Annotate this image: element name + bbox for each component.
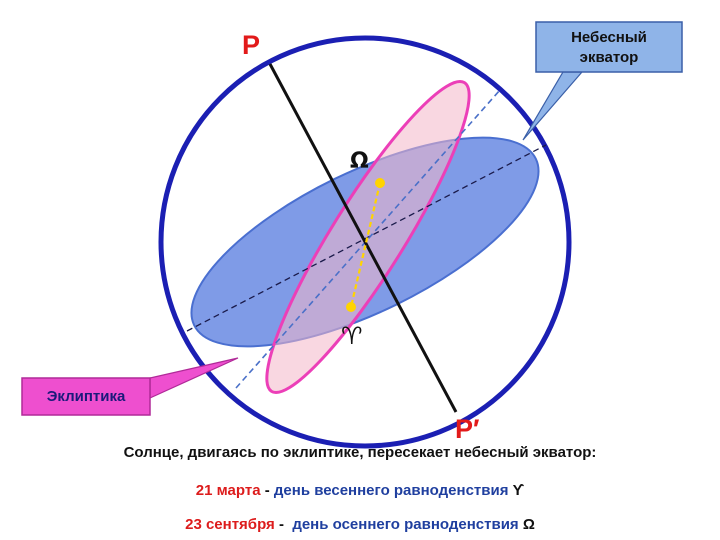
caption-autumn-equinox: 23 сентября - день осеннего равноденстви…	[0, 516, 720, 533]
equator-callout-pointer	[522, 71, 584, 141]
ascending-node-symbol: ♈	[341, 322, 363, 350]
spring-date: 21 марта	[195, 482, 261, 499]
spring-text: день весеннего равноденствия	[273, 482, 509, 499]
pole-south-label: P′	[455, 414, 479, 444]
celestial-sphere	[158, 35, 572, 449]
pole-north-label: P	[242, 30, 260, 60]
spring-symbol: ϒ	[512, 482, 525, 499]
caption-spring-equinox: 21 марта - день весеннего равноденствия …	[0, 482, 720, 499]
spring-dash: -	[260, 482, 274, 499]
descending-node-symbol: Ω	[350, 149, 369, 174]
world-axis	[268, 63, 458, 413]
autumn-text: день осеннего равноденствия	[292, 516, 519, 533]
ascending-node-point	[346, 302, 356, 312]
caption-main: Солнце, двигаясь по эклиптике, пересекае…	[123, 444, 597, 461]
ecliptic-diameter-line	[235, 89, 501, 389]
autumn-date: 23 сентября	[185, 516, 275, 533]
ecliptic-callout-box	[21, 377, 151, 416]
equator-callout-box	[535, 21, 683, 73]
descending-node-point	[375, 178, 385, 188]
autumn-dash: -	[274, 516, 289, 533]
ecliptic-callout-label: Эклиптика	[47, 388, 126, 405]
line-of-nodes	[349, 182, 382, 308]
autumn-symbol: Ω	[522, 516, 535, 533]
equator-callout-line1: Небесный	[571, 29, 647, 46]
equator-callout-line2: экватор	[580, 49, 639, 66]
